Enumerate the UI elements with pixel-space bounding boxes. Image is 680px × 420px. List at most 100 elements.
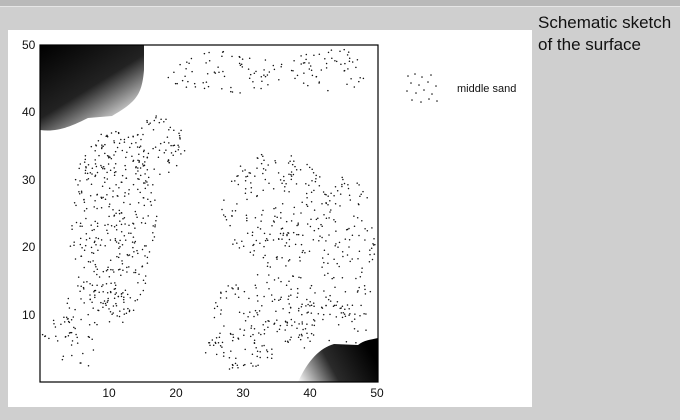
sand-dot <box>324 58 326 60</box>
sand-dot <box>127 136 130 139</box>
sand-dot <box>222 355 225 357</box>
sand-dot <box>244 363 246 366</box>
sand-dot <box>109 311 112 313</box>
sand-dot <box>122 321 124 323</box>
sand-dot <box>286 234 288 237</box>
top-rule <box>0 0 680 7</box>
sand-dot <box>120 138 122 141</box>
sand-dot <box>104 302 107 305</box>
sand-dot <box>122 292 124 294</box>
sand-dot <box>244 192 247 195</box>
sand-dot <box>178 132 180 135</box>
sand-dot <box>137 281 139 284</box>
sand-dot <box>219 297 222 299</box>
sand-dot <box>227 285 229 287</box>
sand-dot <box>120 274 122 277</box>
sand-dot <box>249 311 251 313</box>
sand-dot <box>89 298 91 301</box>
sand-dot <box>153 119 156 122</box>
sand-dot <box>259 228 262 230</box>
sand-dot <box>262 172 264 175</box>
sand-dot <box>213 316 216 319</box>
sand-dot <box>79 180 81 182</box>
sand-dot <box>139 174 142 177</box>
sand-dot <box>121 262 124 265</box>
sand-dot <box>222 214 225 216</box>
sand-dot <box>239 64 242 66</box>
sand-dot <box>263 69 265 71</box>
sand-dot <box>100 196 102 199</box>
sand-dot <box>334 59 336 62</box>
sand-dot <box>150 192 152 194</box>
sand-dot <box>266 356 269 359</box>
sand-dot <box>128 309 131 311</box>
sand-dot-clusters <box>41 48 376 370</box>
sand-dot <box>241 66 244 68</box>
sand-dot <box>231 367 234 369</box>
sand-dot <box>339 50 341 52</box>
sand-dot <box>325 296 327 298</box>
sand-dot <box>309 225 312 228</box>
sand-dot <box>295 168 298 171</box>
sand-dot <box>308 68 311 70</box>
sand-dot <box>152 184 154 186</box>
sand-dot <box>121 174 124 177</box>
sand-dot <box>264 169 267 171</box>
sand-dot <box>115 171 117 173</box>
sand-dot <box>153 168 155 170</box>
sand-dot <box>250 187 253 189</box>
sand-dot <box>330 49 333 51</box>
sand-dot <box>280 66 282 68</box>
sand-dot <box>142 155 145 158</box>
sand-dot <box>328 339 330 342</box>
sand-dot <box>75 221 78 224</box>
sand-dot <box>108 275 111 278</box>
sand-dot <box>143 149 145 151</box>
sand-dot <box>353 318 356 320</box>
sand-dot <box>342 255 344 258</box>
sand-dot <box>257 300 259 302</box>
sand-dot <box>356 291 359 293</box>
sand-dot <box>176 82 178 85</box>
sand-dot <box>212 344 215 347</box>
sand-dot <box>132 246 134 249</box>
sand-dot <box>270 294 273 296</box>
sand-dot <box>127 254 129 257</box>
sand-dot <box>289 339 291 341</box>
sand-dot <box>323 249 326 252</box>
sand-dot <box>329 200 331 202</box>
sand-dot <box>106 154 109 157</box>
sand-dot <box>118 212 121 215</box>
sand-dot <box>80 191 83 194</box>
sand-dot <box>288 303 290 305</box>
sand-dot <box>254 175 256 177</box>
sand-dot <box>288 238 291 241</box>
sand-dot <box>331 277 333 280</box>
sand-dot <box>239 328 241 330</box>
sand-dot <box>311 180 313 182</box>
sand-dot <box>325 304 327 307</box>
sand-dot <box>96 222 99 224</box>
sand-dot <box>126 151 128 154</box>
sand-dot <box>309 65 312 67</box>
sand-dot <box>325 62 328 65</box>
sand-dot <box>215 337 218 339</box>
sand-dot <box>319 235 321 237</box>
sand-dot <box>54 326 57 328</box>
sand-dot <box>146 168 149 171</box>
sand-dot <box>187 80 189 83</box>
sand-dot <box>147 198 149 200</box>
sand-dot <box>243 334 245 336</box>
sand-dot <box>232 288 234 290</box>
sand-dot <box>106 178 109 180</box>
sand-dot <box>67 317 69 320</box>
sand-dot <box>253 315 255 318</box>
sand-dot <box>146 181 148 183</box>
sand-dot <box>251 231 254 233</box>
sand-dot <box>60 323 62 326</box>
sand-dot <box>142 165 145 167</box>
sand-dot <box>355 277 357 280</box>
sand-dot <box>348 194 351 197</box>
sand-dot <box>237 183 240 186</box>
sand-dot <box>257 364 259 366</box>
